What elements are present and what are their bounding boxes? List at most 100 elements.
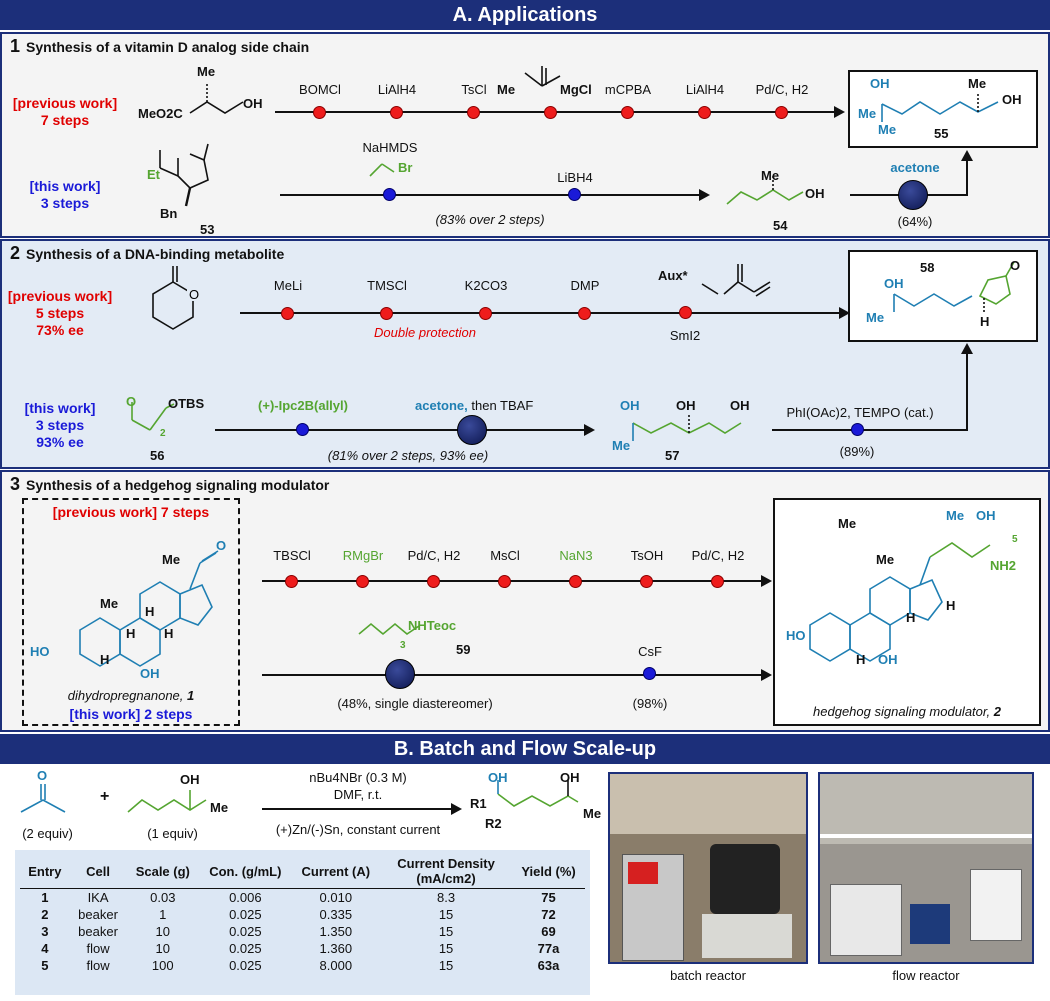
p3-step-dot xyxy=(427,575,440,588)
cmpd-1-label: 1 xyxy=(187,688,195,703)
p1-echem-uparrow xyxy=(961,150,973,161)
p1-step-dot xyxy=(544,106,557,119)
panel-1-title-text: Synthesis of a vitamin D analog side cha… xyxy=(26,39,310,55)
p1-this-arrowhead xyxy=(699,189,710,201)
p2-prev-ee: 73% ee xyxy=(36,322,84,338)
b-alcohol-me: Me xyxy=(210,800,229,815)
p3-reagent-label: Pd/C, H2 xyxy=(691,548,745,563)
p1-54-oh: OH xyxy=(805,186,825,201)
p1-reagent-label: BOMCl xyxy=(299,82,341,97)
cmpd-55-box xyxy=(848,70,1038,148)
p1-et: Et xyxy=(147,167,160,182)
p2-prev-steps: 5 steps xyxy=(35,305,85,321)
b-prod-r1: R1 xyxy=(470,796,487,811)
table-cell: 0.010 xyxy=(319,890,353,905)
b-reaction-arrowhead xyxy=(451,803,462,815)
panel-2-title-text: Synthesis of a DNA-binding metabolite xyxy=(26,246,285,262)
p1-grignard-structure xyxy=(524,66,561,87)
p3-2-h2: H xyxy=(906,610,916,625)
p2-56-sub: 2 xyxy=(160,428,166,439)
b-prod-oh1: OH xyxy=(488,770,508,785)
b-alcohol-oh: OH xyxy=(180,772,200,787)
p3-this-arrow xyxy=(262,674,762,676)
p2-step-dot-smi2 xyxy=(679,306,692,319)
p3-step-dot xyxy=(356,575,369,588)
table-cell: 10 xyxy=(155,941,171,956)
table-cell: 77a xyxy=(537,941,560,956)
p2-58-oh: OH xyxy=(884,276,904,291)
b-cond3: (+)Zn/(-)Sn, constant current xyxy=(275,822,441,837)
p2-step-dot xyxy=(380,307,393,320)
p2-otbs: OTBS xyxy=(168,396,205,411)
p2-double-protection: Double protection xyxy=(374,325,476,340)
p1-step-dot-allylation xyxy=(383,188,396,201)
p1-oxazolidinone-structure xyxy=(159,143,209,207)
p3-step-dot xyxy=(640,575,653,588)
p1-step-dot xyxy=(775,106,788,119)
p3-1-oh: OH xyxy=(140,666,160,681)
p3-prod-name: hedgehog signaling modulator, 2 xyxy=(773,704,1041,719)
p3-reagent-label: TsOH xyxy=(630,548,664,563)
p2-prev-arrow xyxy=(240,312,840,314)
p3-59-sub: 3 xyxy=(400,640,406,651)
p3-2-h3: H xyxy=(856,652,866,667)
p2-oxid-uparrow xyxy=(961,343,973,354)
cmpd-57-label: 57 xyxy=(665,448,680,463)
p2-prev-arrowhead xyxy=(839,307,850,319)
cmpd-53-label: 53 xyxy=(200,222,215,237)
p3-1-h2: H xyxy=(126,626,136,641)
p2-step-dot-allylation xyxy=(296,423,309,436)
p3-1-ho: HO xyxy=(30,644,50,659)
p1-55-me3: Me xyxy=(968,76,987,91)
p3-yield-note: (48%, single diastereomer) xyxy=(320,696,510,711)
p3-yield-note-text: (48%, single diastereomer) xyxy=(337,696,493,711)
p1-allyl-bromide-structure xyxy=(369,163,395,177)
p2-step-dot xyxy=(281,307,294,320)
p2-smi2: SmI2 xyxy=(669,328,701,343)
p3-2-oh-top: OH xyxy=(976,508,996,523)
p3-prev-arrow xyxy=(262,580,762,582)
table-cell: 2 xyxy=(41,907,49,922)
table-cell: 1 xyxy=(41,890,49,905)
panel-2-title: 2 Synthesis of a DNA-binding metabolite xyxy=(10,243,284,264)
p2-58-h: H xyxy=(980,314,990,329)
p2-oxid-reagent: PhI(OAc)2, TEMPO (cat.) xyxy=(786,405,934,420)
p3-2-me2: Me xyxy=(876,552,895,567)
p1-this-steps: 3 steps xyxy=(40,195,90,211)
b-equiv-ketone: (2 equiv) xyxy=(22,826,73,841)
p2-this-arrowhead xyxy=(584,424,595,436)
p2-56-o: O xyxy=(126,394,137,409)
table-cell: 4 xyxy=(41,941,49,956)
p2-57-me: Me xyxy=(612,438,631,453)
p1-echem-vline xyxy=(966,160,968,196)
p2-acetone: acetone, xyxy=(415,398,468,413)
p3-step-dot xyxy=(569,575,582,588)
cmpd-54-label: 54 xyxy=(773,218,788,233)
p2-this-label: [this work] xyxy=(24,400,96,416)
p2-57-oh3: OH xyxy=(730,398,750,413)
p1-prev-arrowhead xyxy=(834,106,845,118)
p1-sm-me: Me xyxy=(197,64,216,79)
p3-reagent-label: Pd/C, H2 xyxy=(407,548,461,563)
p2-58-o: O xyxy=(1010,258,1021,273)
p1-55-me1: Me xyxy=(858,106,877,121)
p1-bn: Bn xyxy=(160,206,178,221)
p3-alkene-amine-structure xyxy=(358,622,420,636)
p1-br: Br xyxy=(398,160,413,175)
cmpd-58-structure xyxy=(893,261,1015,314)
p1-55-me2: Me xyxy=(878,122,897,137)
table-cell: 15 xyxy=(438,924,454,939)
b-reaction-arrow xyxy=(262,808,452,810)
cmpd-2-label: 2 xyxy=(993,704,1001,719)
p2-reagent-label: MeLi xyxy=(273,278,303,293)
p1-acetone: acetone xyxy=(890,160,940,175)
pentenol-structure xyxy=(127,790,207,813)
p1-grignard-mgcl: MgCl xyxy=(560,82,592,97)
p2-ipc: (+)-Ipc2B(allyl) xyxy=(258,398,348,413)
table-cell: flow xyxy=(86,941,110,956)
flow-reactor-caption: flow reactor xyxy=(892,968,960,983)
table-cell: 72 xyxy=(541,907,556,922)
p3-step-dot xyxy=(498,575,511,588)
panel-2-number: 2 xyxy=(10,243,21,263)
